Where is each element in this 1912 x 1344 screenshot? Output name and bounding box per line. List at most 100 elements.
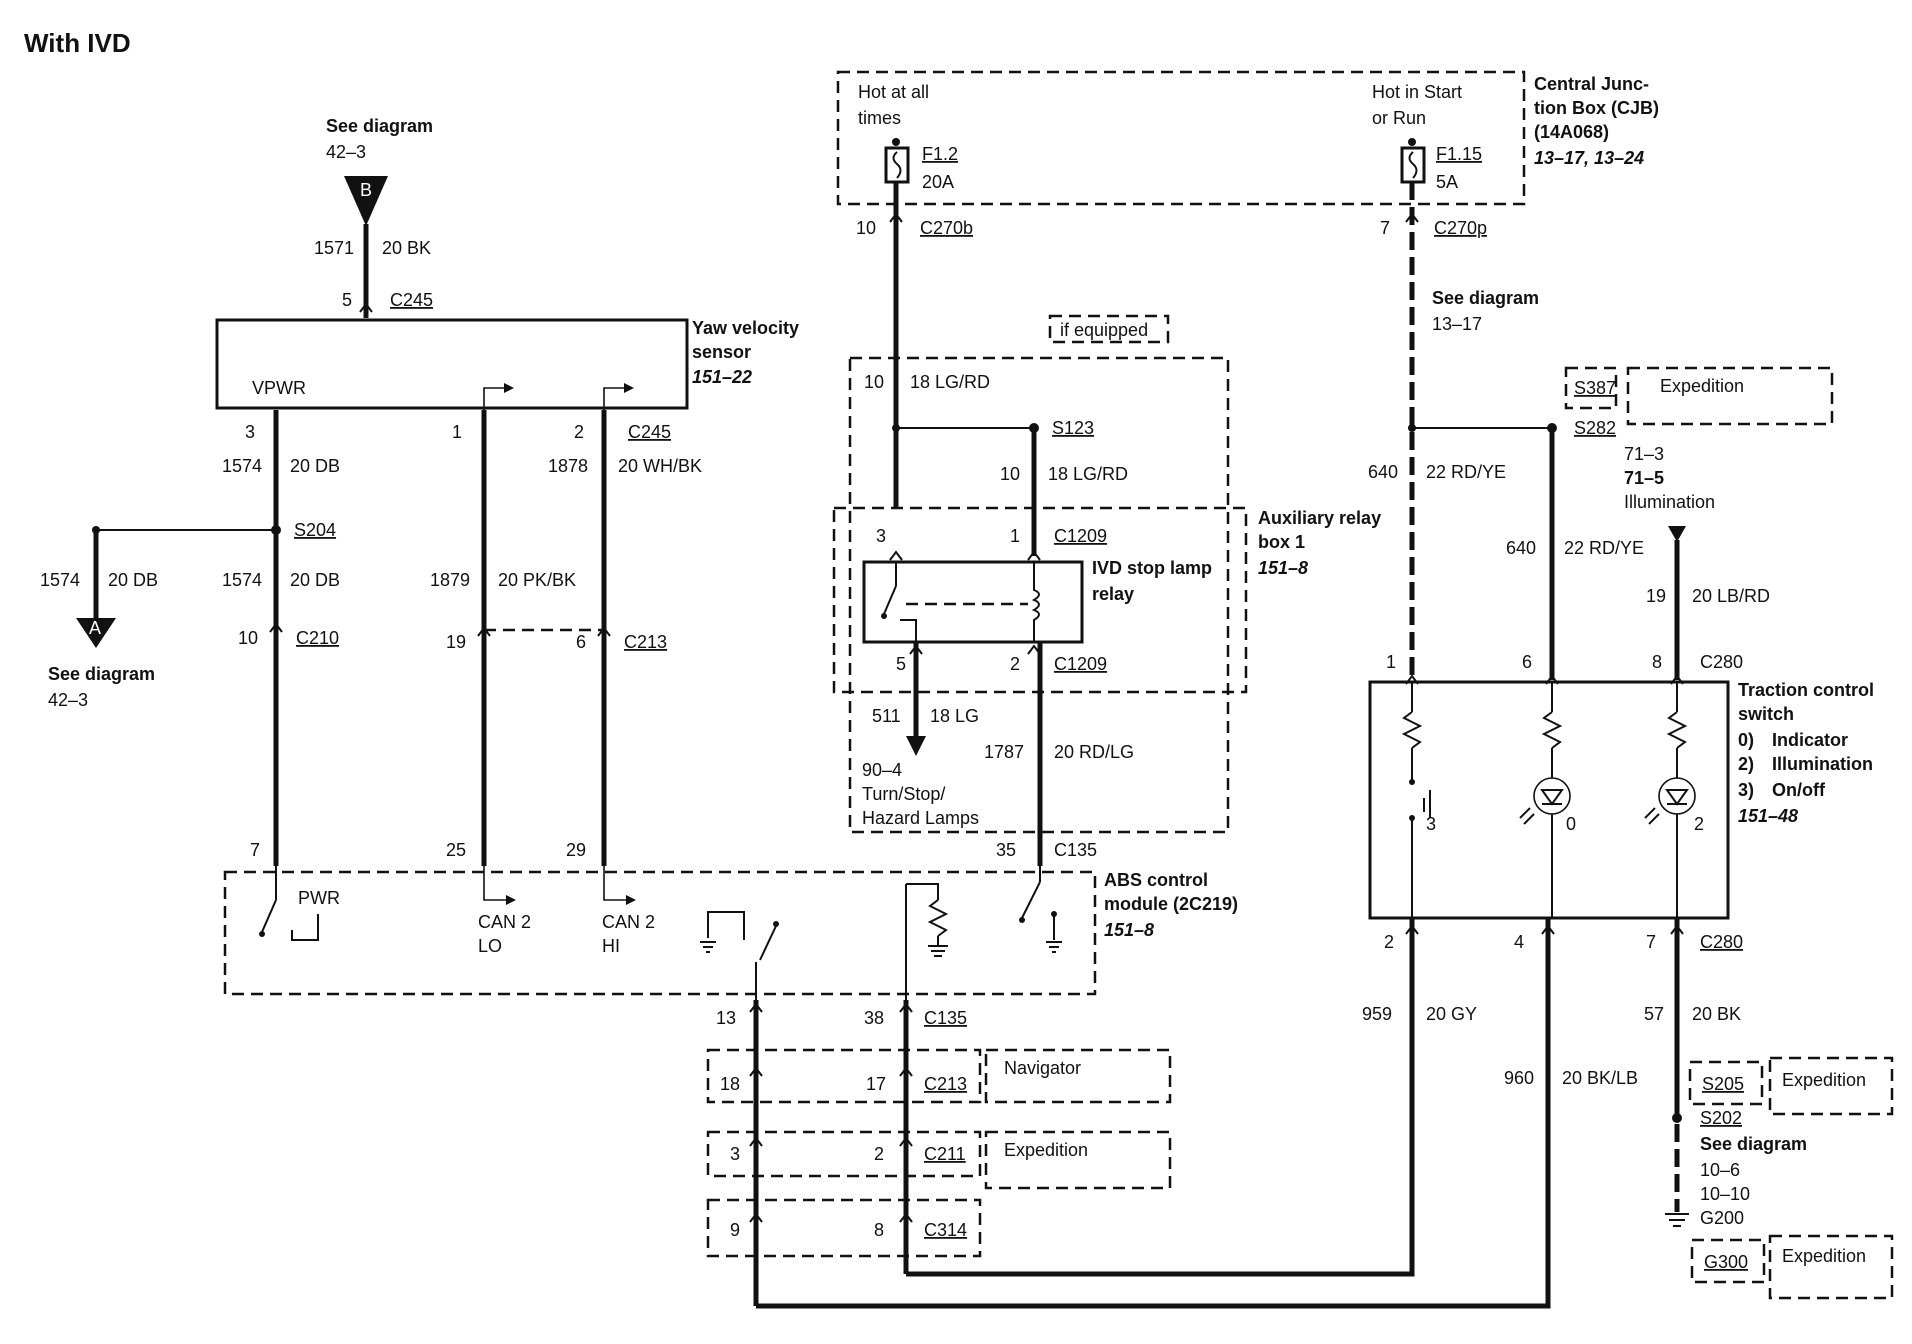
traction-section: S387 Expedition S282 640 22 RD/YE 640 22…: [1362, 366, 1894, 1300]
yaw-sensor-box: [215, 318, 689, 410]
circuit-640-a: 640: [1368, 462, 1398, 482]
connector-b-icon: [344, 176, 388, 226]
ground-icon-3: [1046, 916, 1062, 953]
pin-19-c213: 19: [446, 632, 466, 652]
wire-color-20db-left: 20 DB: [108, 570, 158, 590]
circuit-1879: 1879: [430, 570, 470, 590]
pin-10-lgrd-a: 10: [864, 372, 884, 392]
tcs-term-2: 2: [1694, 814, 1704, 834]
tcs-led2-rays: [1644, 807, 1660, 825]
circuit-1574-b: 1574: [222, 570, 262, 590]
splice-s387: S387: [1574, 378, 1616, 398]
wire-color-20whbk: 20 WH/BK: [618, 456, 702, 476]
tcs-led0-icon: [1533, 777, 1571, 815]
diagram-title: With IVD: [24, 28, 131, 58]
ivd-relay-name-1: IVD stop lamp: [1092, 558, 1212, 578]
circuit-1574-left: 1574: [40, 570, 80, 590]
tcs-term-3: 3: [1426, 814, 1436, 834]
see-diagram-13-17: See diagram: [1432, 288, 1539, 308]
wire-color-22rdye-a: 22 RD/YE: [1426, 462, 1506, 482]
fuse-f115-feed: [1408, 138, 1416, 146]
pin-17-c213: 17: [866, 1074, 886, 1094]
tcs-led2-icon: [1658, 777, 1696, 815]
wire-959: [906, 930, 1415, 1277]
abs-internal-loop: [707, 911, 745, 940]
cjb-box: [836, 70, 1526, 206]
cjb-section: Hot at all times Hot in Start or Run Cen…: [836, 70, 1659, 680]
pin-7-abs: 7: [250, 840, 260, 860]
connector-c314: C314: [924, 1220, 967, 1240]
circuit-1571: 1571: [314, 238, 354, 258]
navigator-label-box: [984, 1048, 1172, 1104]
pin-2-c211: 2: [874, 1144, 884, 1164]
variant-expedition-c211: Expedition: [1004, 1140, 1088, 1160]
wire-color-20rdlg: 20 RD/LG: [1054, 742, 1134, 762]
pwr-contact: [259, 931, 265, 937]
connector-b-letter: B: [360, 180, 372, 200]
c135-marks: [749, 1002, 913, 1013]
ref-hazard: Hazard Lamps: [862, 808, 979, 828]
relay-switch-blade: [883, 585, 897, 615]
abs-module-box: [223, 870, 1097, 996]
ref-90-4: 90–4: [862, 760, 902, 780]
abs-switch-2-fixed: [1051, 911, 1057, 917]
circuit-959: 959: [1362, 1004, 1392, 1024]
pwr-label: PWR: [298, 888, 340, 908]
ref-10-6: 10–6: [1700, 1160, 1740, 1180]
ground-g200: G200: [1700, 1208, 1744, 1228]
navigator-c213-box: [706, 1048, 982, 1104]
tcs-term-0: 0: [1566, 814, 1576, 834]
wire-511-arrow-icon: [906, 736, 926, 756]
variant-expedition-s387: Expedition: [1660, 376, 1744, 396]
relay-switch-contact: [881, 613, 887, 619]
wire-color-20bk-top: 20 BK: [382, 238, 431, 258]
can-lo-label-2: LO: [478, 936, 502, 956]
illumination-feed-icon: [1668, 526, 1686, 542]
terminal-mark: [359, 302, 373, 313]
ground-g200-icon: [1665, 1213, 1689, 1227]
abs-resistor-icon: [927, 899, 949, 937]
cjb-hot-always-2: times: [858, 108, 901, 128]
relay-section: if equipped 10 18 LG/RD S123 10 18 LG/RD…: [832, 314, 1381, 866]
pin-6-c213: 6: [576, 632, 586, 652]
tcs-led0-diode: [1540, 789, 1564, 806]
wire-960: [756, 930, 1551, 1309]
see-diagram-13-17-page: 13–17: [1432, 314, 1482, 334]
circuit-1787: 1787: [984, 742, 1024, 762]
pin-2-c280: 2: [1384, 932, 1394, 952]
can-lo-abs-arrow-icon: [506, 895, 516, 905]
connector-c1209-top: C1209: [1054, 526, 1107, 546]
c213-mark-a: [477, 626, 491, 637]
pin-3-relay: 3: [876, 526, 886, 546]
can-lo-internal: [483, 387, 504, 412]
relay-coil-icon: [1031, 562, 1040, 642]
see-diagram-a-page: 42–3: [48, 690, 88, 710]
yaw-sensor-name-2: sensor: [692, 342, 751, 362]
wire-color-20bk-bottom: 20 BK: [1692, 1004, 1741, 1024]
see-diagram-b-page: 42–3: [326, 142, 366, 162]
can-hi-abs-arrow-icon: [626, 895, 636, 905]
ref-illumination: Illumination: [1624, 492, 1715, 512]
fuse-f12-feed: [892, 138, 900, 146]
abs-switch-2-blade: [1021, 881, 1041, 919]
tcs-page: 151–48: [1738, 806, 1798, 826]
connector-c1209-bottom: C1209: [1054, 654, 1107, 674]
c280-bottom-marks: [1405, 924, 1684, 935]
pin-10-lgrd-b: 10: [1000, 464, 1020, 484]
pin-1-c280: 1: [1386, 652, 1396, 672]
abs-switch-2-contact: [1019, 917, 1025, 923]
wire-color-20gy: 20 GY: [1426, 1004, 1477, 1024]
ref-turn-stop: Turn/Stop/: [862, 784, 945, 804]
tcs-item-3: On/off: [1772, 780, 1826, 800]
vpwr-label: VPWR: [252, 378, 306, 398]
c314-box: [706, 1198, 982, 1258]
splice-s123: S123: [1052, 418, 1094, 438]
pin-3-c211: 3: [730, 1144, 740, 1164]
connector-c213-top: C213: [624, 632, 667, 652]
connector-c280-bottom: C280: [1700, 932, 1743, 952]
tcs-onoff-resistor-icon: [1401, 711, 1423, 749]
ref-10-10: 10–10: [1700, 1184, 1750, 1204]
yaw-sensor-page: 151–22: [692, 367, 752, 387]
expedition-c211-label-box: [984, 1130, 1172, 1190]
